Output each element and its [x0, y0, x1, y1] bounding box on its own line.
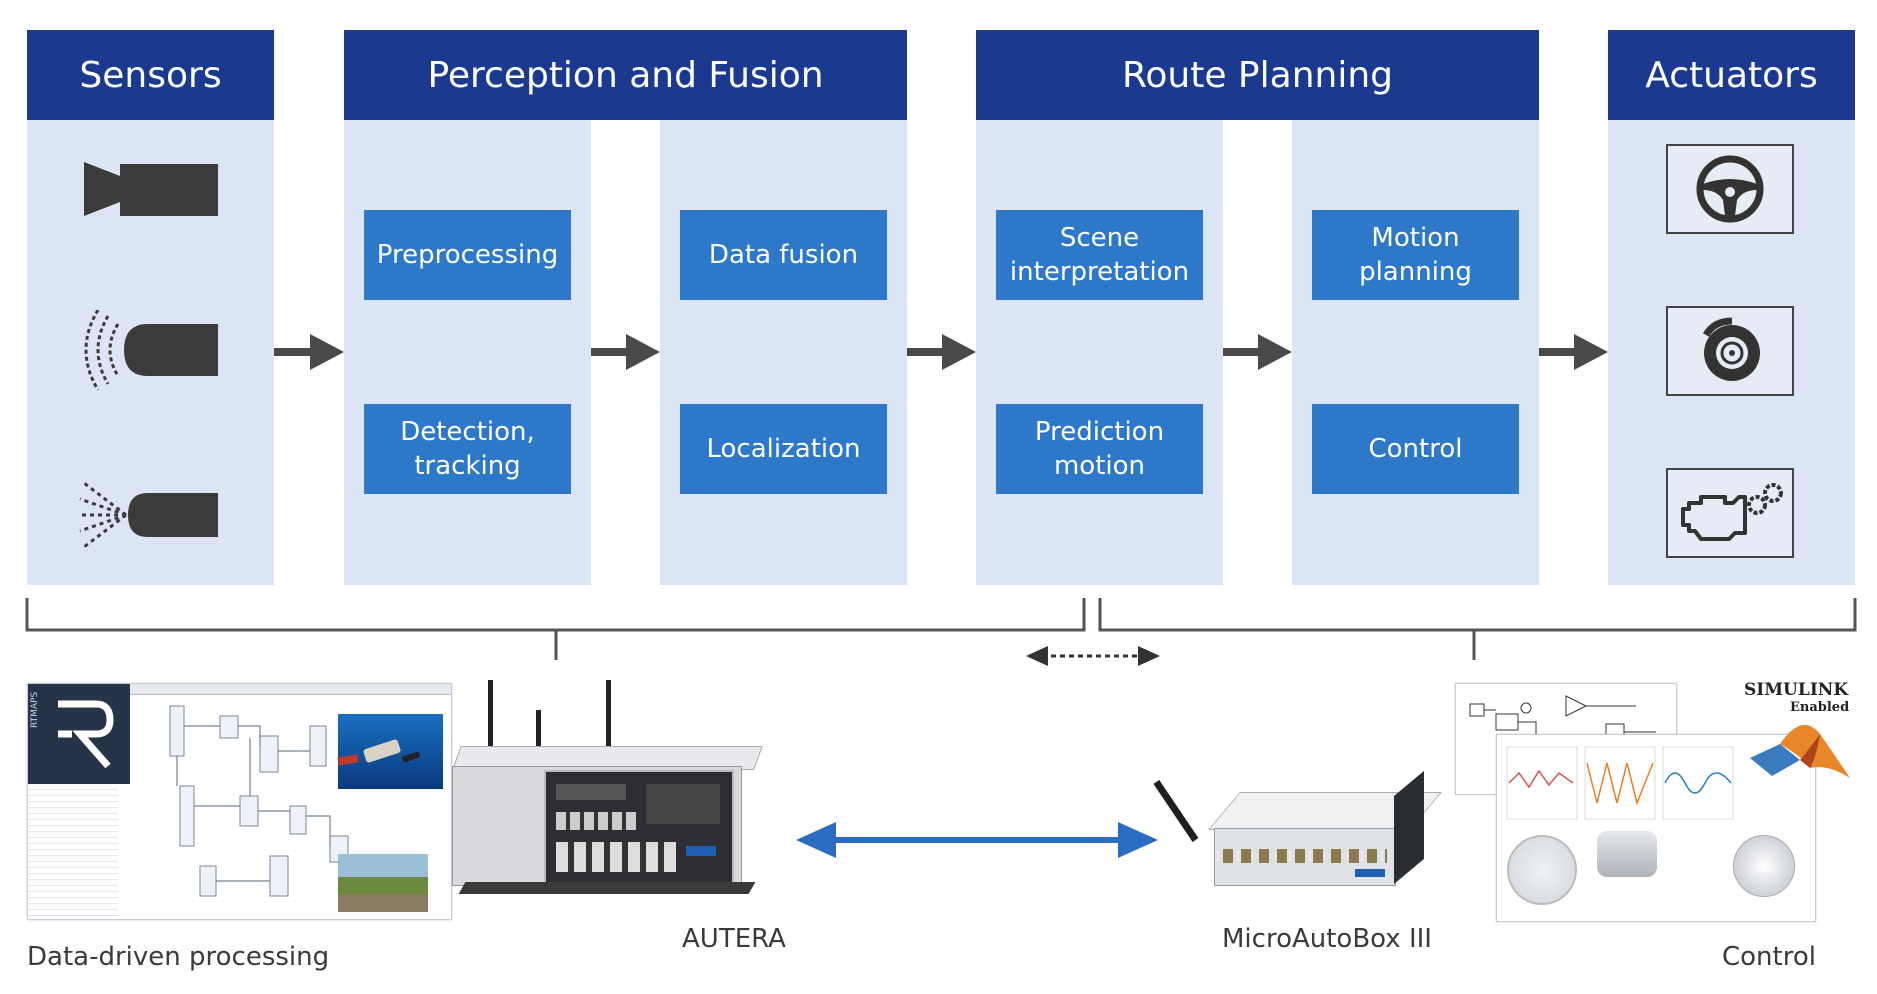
- autera-front-panel: [544, 770, 734, 884]
- data-fusion-box: Data fusion: [680, 210, 887, 300]
- microautobox-caption: MicroAutoBox III: [1222, 924, 1432, 954]
- scene-interpretation-box: Scene interpretation: [996, 210, 1203, 300]
- data-fusion-label: Data fusion: [708, 240, 859, 270]
- rtmaps-logo-icon: [58, 700, 114, 769]
- perception-header: Perception and Fusion: [344, 30, 907, 120]
- localization-label: Localization: [706, 434, 861, 464]
- camera-icon: [84, 162, 218, 216]
- simulink-enabled-label: Enabled: [1790, 700, 1850, 715]
- rtmaps-logo-text: RTMAPS: [30, 691, 40, 728]
- arrow-scene-to-motion: [1223, 334, 1292, 370]
- control-label: Control: [1368, 434, 1463, 464]
- detection-label-line2: tracking: [414, 451, 521, 481]
- preprocessing-box: Preprocessing: [364, 210, 571, 300]
- dashboard-plot-lines: [1506, 746, 1734, 820]
- brake-box: [1666, 306, 1794, 396]
- data-driven-processing-caption: Data-driven processing: [27, 942, 330, 972]
- detection-label-line1: Detection,: [400, 417, 535, 447]
- dotted-double-arrow: [1026, 646, 1160, 666]
- localization-box: Localization: [680, 404, 887, 494]
- preprocessing-label: Preprocessing: [376, 240, 559, 270]
- rtmaps-camera-view: [338, 854, 428, 912]
- matlab-logo-icon: [1750, 725, 1850, 778]
- control-box: Control: [1312, 404, 1519, 494]
- microautobox-front: [1214, 828, 1396, 886]
- microautobox-device: [1153, 770, 1448, 900]
- radar-icon: [84, 310, 218, 390]
- autera-antenna-left: [488, 680, 493, 750]
- prediction-label-line2: motion: [1053, 451, 1146, 481]
- engine-icon: [1681, 483, 1783, 541]
- sensors-header: Sensors: [27, 30, 274, 120]
- scene-label-line2: interpretation: [1009, 257, 1190, 287]
- arrow-preprocessing-to-fusion: [591, 334, 660, 370]
- grouping-brackets: [25, 598, 1857, 660]
- rtmaps-3d-view: [337, 714, 443, 789]
- autera-base: [458, 882, 756, 894]
- autera-caption: AUTERA: [682, 924, 786, 954]
- steering-wheel-box: [1666, 144, 1794, 234]
- motion-planning-label-line2: planning: [1359, 257, 1472, 287]
- rtmaps-left-panel: [28, 784, 118, 919]
- simulink-badge: SIMULINK Enabled: [1740, 680, 1864, 790]
- detection-tracking-box: Detection, tracking: [364, 404, 571, 494]
- control-caption: Control: [1722, 942, 1816, 972]
- arrow-sensors-to-perception: [274, 334, 344, 370]
- dashboard-gauge: [1507, 835, 1577, 905]
- actuators-header: Actuators: [1608, 30, 1855, 120]
- scene-label-line1: Scene: [1059, 223, 1140, 253]
- autera-device: [452, 680, 763, 905]
- brake-disc-icon: [1702, 317, 1760, 381]
- connection-double-arrow: [796, 822, 1158, 858]
- rtmaps-logo-tile: RTMAPS: [28, 684, 130, 784]
- simulink-label: SIMULINK: [1744, 680, 1849, 700]
- autera-antenna-center: [536, 710, 541, 754]
- microautobox-side: [1394, 770, 1424, 884]
- rtmaps-title-bar: [130, 684, 451, 695]
- lidar-icon: [78, 481, 218, 549]
- dashboard-plots: [1503, 743, 1743, 823]
- engine-box: [1666, 468, 1794, 558]
- steering-wheel-icon: [1696, 155, 1764, 223]
- dashboard-motor: [1597, 831, 1657, 877]
- dashboard-knob: [1733, 835, 1795, 897]
- motion-planning-box: Motion planning: [1312, 210, 1519, 300]
- prediction-label-line1: Prediction: [1034, 417, 1165, 447]
- arrow-perception-to-route: [907, 334, 976, 370]
- arrow-route-to-actuators: [1539, 334, 1608, 370]
- rtmaps-diagram-area: [169, 705, 349, 897]
- motion-planning-label-line1: Motion: [1371, 223, 1460, 253]
- route-planning-header: Route Planning: [976, 30, 1539, 120]
- sensors-column: [27, 30, 274, 585]
- prediction-motion-box: Prediction motion: [996, 404, 1203, 494]
- rtmaps-screenshot: RTMAPS: [27, 683, 452, 920]
- microautobox-antenna: [1153, 780, 1199, 842]
- control-dashboard-screenshot: [1496, 734, 1816, 922]
- autera-antenna-right: [606, 680, 611, 750]
